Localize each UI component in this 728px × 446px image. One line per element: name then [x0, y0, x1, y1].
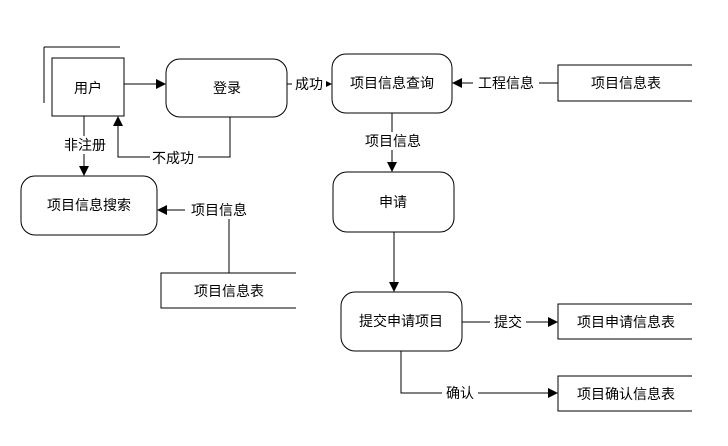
process-submit-apply: 提交申请项目 — [340, 291, 463, 352]
edge-login-failure: 不成功 — [113, 116, 231, 167]
process-apply-label: 申请 — [379, 195, 407, 211]
edge-login-success-label: 成功 — [295, 77, 323, 93]
store-project-table-top: 项目信息表 — [557, 64, 692, 102]
store-apply-table: 项目申请信息表 — [557, 303, 692, 340]
entity-user-label: 用户 — [74, 80, 102, 97]
edge-query-to-apply: 项目信息 — [360, 113, 426, 172]
edge-user-not-registered: 非注册 — [60, 116, 110, 176]
edge-user-to-login — [124, 79, 166, 89]
store-confirm-table-label: 项目确认信息表 — [577, 386, 675, 403]
edge-login-failure-label: 不成功 — [152, 151, 194, 167]
process-project-search: 项目信息搜索 — [20, 175, 158, 236]
edge-query-to-apply-label: 项目信息 — [365, 133, 421, 150]
edge-engineering-info-label: 工程信息 — [478, 75, 534, 92]
store-project-table-bottom-label: 项目信息表 — [194, 283, 264, 300]
process-project-query-label: 项目信息查询 — [350, 75, 434, 92]
edge-table-to-search-label: 项目信息 — [191, 202, 247, 219]
edge-table-to-search: 项目信息 — [157, 201, 251, 273]
process-submit-apply-label: 提交申请项目 — [359, 313, 443, 330]
edge-submit: 提交 — [462, 313, 558, 331]
edge-user-not-registered-label: 非注册 — [64, 138, 106, 154]
process-project-search-label: 项目信息搜索 — [47, 197, 131, 214]
edge-login-success: 成功 — [287, 74, 332, 93]
entity-user: 用户 — [43, 46, 125, 117]
process-project-query: 项目信息查询 — [331, 53, 453, 114]
process-login: 登录 — [165, 58, 288, 118]
store-confirm-table: 项目确认信息表 — [557, 375, 692, 412]
process-apply: 申请 — [332, 171, 455, 233]
store-apply-table-label: 项目申请信息表 — [577, 314, 675, 331]
edge-confirm: 确认 — [400, 351, 558, 402]
edge-apply-to-submit — [389, 232, 399, 292]
edge-engineering-info: 工程信息 — [452, 73, 558, 92]
store-project-table-bottom: 项目信息表 — [160, 272, 296, 309]
process-login-label: 登录 — [213, 81, 241, 97]
edge-confirm-label: 确认 — [446, 386, 474, 402]
edge-submit-label: 提交 — [494, 314, 522, 331]
store-project-table-top-label: 项目信息表 — [591, 75, 661, 92]
